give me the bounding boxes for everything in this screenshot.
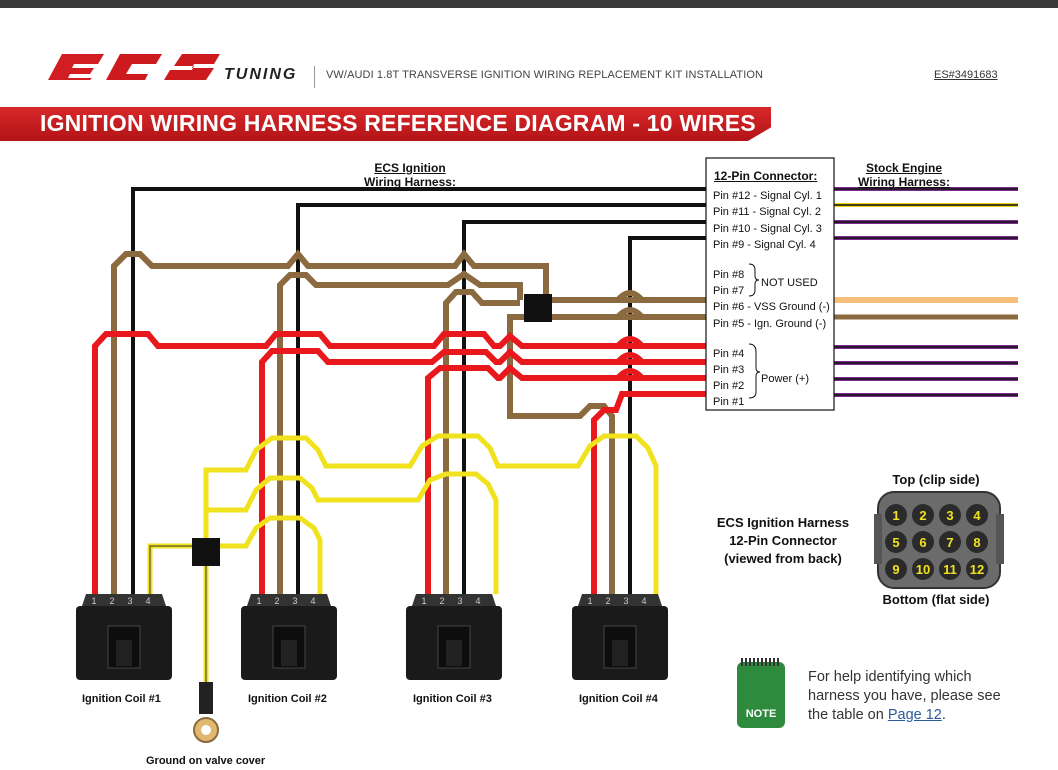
coil-pin-number: 3 bbox=[292, 596, 297, 606]
note-icon bbox=[737, 662, 785, 728]
ignition-coil-4: 1 2 3 4 bbox=[572, 594, 668, 680]
coil-1-label: Ignition Coil #1 bbox=[82, 693, 161, 705]
pinout-pin bbox=[966, 531, 988, 553]
ignition-coil-3: 1 2 3 4 bbox=[406, 594, 502, 680]
power-label: Power (+) bbox=[761, 373, 809, 385]
coil-pin-number: 4 bbox=[641, 596, 646, 606]
pinout-pin-number: 1 bbox=[892, 508, 899, 523]
pin-1-label: Pin #1 bbox=[713, 396, 745, 408]
note-text: For help identifying which harness you h… bbox=[808, 668, 1008, 725]
coil-pin-number: 2 bbox=[109, 596, 114, 606]
pin-6-label: Pin #6 - VSS Ground (-) bbox=[713, 301, 830, 313]
pinout-pin bbox=[912, 558, 934, 580]
ignition-coil-2: 1 2 3 4 bbox=[241, 594, 337, 680]
coil-pin-number: 4 bbox=[475, 596, 480, 606]
power-brace bbox=[748, 343, 761, 399]
pinout-pin bbox=[885, 558, 907, 580]
pinout-pin bbox=[939, 558, 961, 580]
coil-pin-number: 4 bbox=[310, 596, 315, 606]
coil-pin-number: 1 bbox=[256, 596, 261, 606]
stock-harness-wires bbox=[834, 187, 1018, 397]
pin-5-label: Pin #5 - Ign. Ground (-) bbox=[713, 318, 827, 330]
pinout-pin-number: 12 bbox=[970, 562, 984, 577]
pin-4-label: Pin #4 bbox=[713, 348, 745, 360]
coil-pin-number: 3 bbox=[623, 596, 628, 606]
pinout-pin bbox=[939, 531, 961, 553]
page-12-link[interactable]: Page 12 bbox=[887, 707, 942, 723]
signal-wires bbox=[131, 187, 706, 594]
note-body: For help identifying which harness you h… bbox=[808, 669, 1001, 723]
pinout-pin-number: 4 bbox=[973, 508, 981, 523]
coil-pin-number: 4 bbox=[145, 596, 150, 606]
pin-11-label: Pin #11 - Signal Cyl. 2 bbox=[713, 206, 822, 218]
pinout-pin-number: 8 bbox=[973, 535, 980, 550]
ground-splice-block bbox=[524, 294, 552, 322]
pin-12-label: Pin #12 - Signal Cyl. 1 bbox=[713, 190, 822, 202]
not-used-brace bbox=[748, 263, 760, 297]
pinout-pin bbox=[885, 504, 907, 526]
pinout-pin-number: 7 bbox=[946, 535, 953, 550]
pinout-pin bbox=[966, 558, 988, 580]
part-number-link[interactable]: ES#3491683 bbox=[934, 69, 998, 81]
pin-3-label: Pin #3 bbox=[713, 364, 745, 376]
ground-wire-hops bbox=[615, 290, 645, 320]
coil-pin-number: 3 bbox=[457, 596, 462, 606]
pinout-pin-number: 5 bbox=[892, 535, 899, 550]
header-divider bbox=[314, 66, 315, 88]
note-icon-label: NOTE bbox=[745, 708, 777, 720]
coils-group: 1 2 3 4 1 2 3 4 1 2 3 4 1 2 3 4 bbox=[76, 594, 668, 680]
pinout-pin-number: 10 bbox=[916, 562, 930, 577]
banner-title: IGNITION WIRING HARNESS REFERENCE DIAGRA… bbox=[40, 110, 756, 136]
note-suffix: . bbox=[941, 707, 946, 723]
pinout-bottom-label: Bottom (flat side) bbox=[882, 592, 990, 607]
coil-pin-number: 1 bbox=[91, 596, 96, 606]
pinout-pin bbox=[912, 531, 934, 553]
pinout-pin bbox=[939, 504, 961, 526]
coil-2-label: Ignition Coil #2 bbox=[248, 693, 327, 705]
pinout-pin-number: 11 bbox=[943, 562, 957, 577]
title-banner bbox=[0, 107, 771, 141]
pinout-top-label: Top (clip side) bbox=[892, 472, 980, 487]
note-spiral-icon bbox=[741, 658, 781, 666]
pinout-pin bbox=[966, 504, 988, 526]
coil-pin-number: 2 bbox=[439, 596, 444, 606]
power-wire-hops bbox=[615, 336, 645, 381]
ecs-tuning-logo: TUNING bbox=[48, 54, 297, 82]
sense-wire-outline bbox=[149, 545, 207, 684]
pin-10-label: Pin #10 - Signal Cyl. 3 bbox=[713, 223, 822, 235]
power-wires bbox=[92, 331, 706, 594]
coil-pin-number: 2 bbox=[605, 596, 610, 606]
ground-label: Ground on valve cover bbox=[146, 755, 266, 767]
pinout-pin bbox=[885, 531, 907, 553]
pin-7-label: Pin #7 bbox=[713, 285, 745, 297]
coil-pin-number: 1 bbox=[421, 596, 426, 606]
connector-box bbox=[705, 157, 835, 411]
pinout-pin-number: 6 bbox=[919, 535, 926, 550]
pin-8-label: Pin #8 bbox=[713, 269, 745, 281]
pinout-pin bbox=[912, 504, 934, 526]
svg-text:TUNING: TUNING bbox=[224, 66, 297, 82]
document-title: VW/AUDI 1.8T TRANSVERSE IGNITION WIRING … bbox=[326, 69, 764, 81]
sense-splice-block bbox=[192, 538, 220, 566]
pinout-pin-number: 9 bbox=[892, 562, 899, 577]
connector-title: 12-Pin Connector: bbox=[714, 169, 818, 183]
coil-pin-number: 2 bbox=[274, 596, 279, 606]
coil-3-label: Ignition Coil #3 bbox=[413, 693, 492, 705]
coil-pin-number: 3 bbox=[127, 596, 132, 606]
pinout-pin-number: 2 bbox=[919, 508, 926, 523]
page: TUNING VW/AUDI 1.8T TRANSVERSE IGNITION … bbox=[0, 8, 1058, 770]
coil-4-label: Ignition Coil #4 bbox=[579, 693, 658, 705]
pinout-pin-number: 3 bbox=[946, 508, 953, 523]
pin-9-label: Pin #9 - Signal Cyl. 4 bbox=[713, 239, 816, 251]
coil-pin-number: 1 bbox=[587, 596, 592, 606]
ground-ring-terminal bbox=[193, 682, 219, 743]
ignition-coil-1: 1 2 3 4 bbox=[76, 594, 172, 680]
pin-2-label: Pin #2 bbox=[713, 380, 745, 392]
not-used-label: NOT USED bbox=[761, 277, 818, 289]
